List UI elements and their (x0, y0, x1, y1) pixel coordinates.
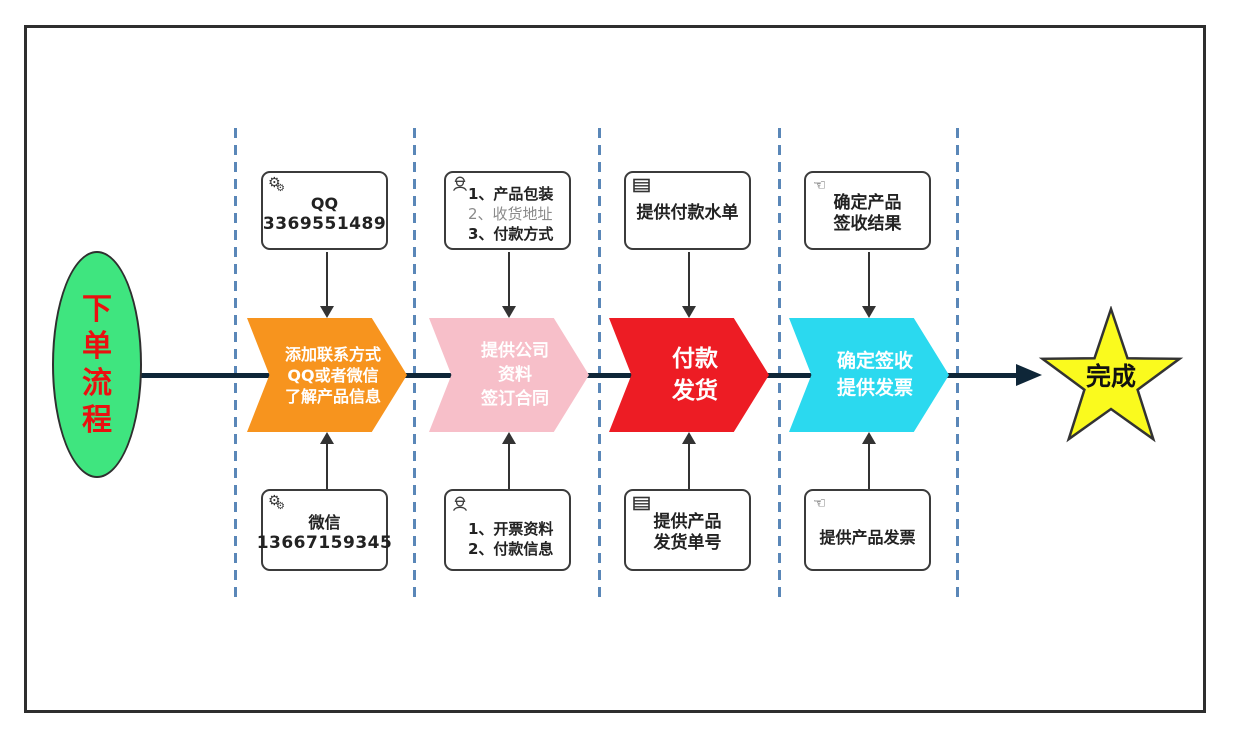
info-box-product-invoice: ☜ 提供产品发票 (804, 489, 931, 571)
box-line: 签收结果 (833, 213, 902, 234)
worker-icon (451, 495, 469, 515)
arrow-up-1-head-icon (320, 432, 334, 444)
box-line: QQ (310, 193, 339, 213)
step-line: 发货 (672, 378, 718, 404)
step-line: 确定签收 (836, 350, 913, 372)
arrow-down-3-head-icon (682, 306, 696, 318)
arrow-down-2 (508, 252, 510, 306)
arrow-up-4-head-icon (862, 432, 876, 444)
step-line: 添加联系方式 (284, 344, 381, 364)
box-line: 1、产品包装 (468, 184, 554, 203)
finish-star (1038, 306, 1184, 443)
arrow-down-3 (688, 252, 690, 306)
box-line: 1、开票资料 (468, 520, 554, 538)
table-icon (633, 496, 650, 515)
info-box-shipping-number: 提供产品 发货单号 (624, 489, 751, 571)
pointing-hand-icon: ☜ (813, 176, 827, 194)
box-line: 微信 (308, 513, 341, 532)
info-box-confirm-receipt: ☜ 确定产品 签收结果 (804, 171, 931, 250)
box-line: 提供产品 (653, 512, 722, 532)
arrow-down-1 (326, 252, 328, 306)
box-line: 确定产品 (833, 192, 902, 213)
main-flow-arrowhead-icon (1016, 364, 1042, 386)
arrow-up-2-head-icon (502, 432, 516, 444)
arrow-up-2 (508, 444, 510, 489)
gears-icon: ⚙ ⚙ (268, 175, 285, 194)
info-box-qq: ⚙ ⚙ QQ 3369551489 (261, 171, 388, 250)
step-line: 签订合同 (481, 389, 549, 409)
table-icon (633, 178, 650, 197)
step-line: QQ或者微信 (287, 365, 379, 385)
box-line: 提供产品发票 (819, 527, 916, 547)
arrow-down-4-head-icon (862, 306, 876, 318)
arrow-down-4 (868, 252, 870, 306)
step-provide-company-info: 提供公司 资料 签订合同 (429, 318, 589, 432)
step-line: 提供公司 (481, 341, 549, 361)
box-line: 13667159345 (256, 533, 393, 553)
box-line: 2、付款信息 (468, 540, 554, 558)
lane-divider-1 (234, 128, 237, 604)
info-box-wechat: ⚙ ⚙ 微信 13667159345 (257, 489, 392, 571)
diagram-border (24, 25, 1206, 713)
worker-icon (451, 175, 469, 195)
box-line: 提供付款水单 (636, 203, 739, 223)
arrow-up-3 (688, 444, 690, 489)
step-line: 提供发票 (836, 377, 913, 399)
pointing-hand-icon: ☜ (813, 494, 827, 512)
info-box-invoice-details: 1、开票资料 2、付款信息 (444, 489, 571, 571)
lane-divider-2 (413, 128, 416, 604)
info-box-payment-slip: 提供付款水单 (624, 171, 751, 250)
start-node-order-process: 下 单 流 程 (52, 251, 142, 478)
step-confirm-receipt-invoice: 确定签收 提供发票 (789, 318, 949, 432)
start-node-label-char: 流 (82, 365, 112, 401)
step-payment-shipping: 付款 发货 (609, 318, 769, 432)
lane-divider-4 (778, 128, 781, 604)
box-line: 2、收货地址 (468, 204, 553, 223)
step-line: 付款 (672, 346, 718, 372)
arrow-down-1-head-icon (320, 306, 334, 318)
step-add-contact: 添加联系方式 QQ或者微信 了解产品信息 (247, 318, 407, 432)
arrow-up-4 (868, 444, 870, 489)
lane-divider-5 (956, 128, 959, 604)
box-line: 3369551489 (262, 213, 387, 234)
step-line: 资料 (498, 365, 532, 385)
step-line: 了解产品信息 (284, 386, 381, 406)
start-node-label-char: 单 (82, 328, 112, 364)
start-node-label-char: 程 (82, 402, 112, 438)
lane-divider-3 (598, 128, 601, 604)
start-node-label-char: 下 (82, 291, 112, 327)
info-box-package-details: 1、产品包装 2、收货地址 3、付款方式 (444, 171, 571, 250)
arrow-up-1 (326, 444, 328, 489)
gears-icon: ⚙ ⚙ (268, 493, 285, 512)
box-line: 发货单号 (653, 533, 722, 553)
finish-label: 完成 (1085, 362, 1136, 391)
arrow-up-3-head-icon (682, 432, 696, 444)
arrow-down-2-head-icon (502, 306, 516, 318)
box-line: 3、付款方式 (468, 224, 554, 243)
